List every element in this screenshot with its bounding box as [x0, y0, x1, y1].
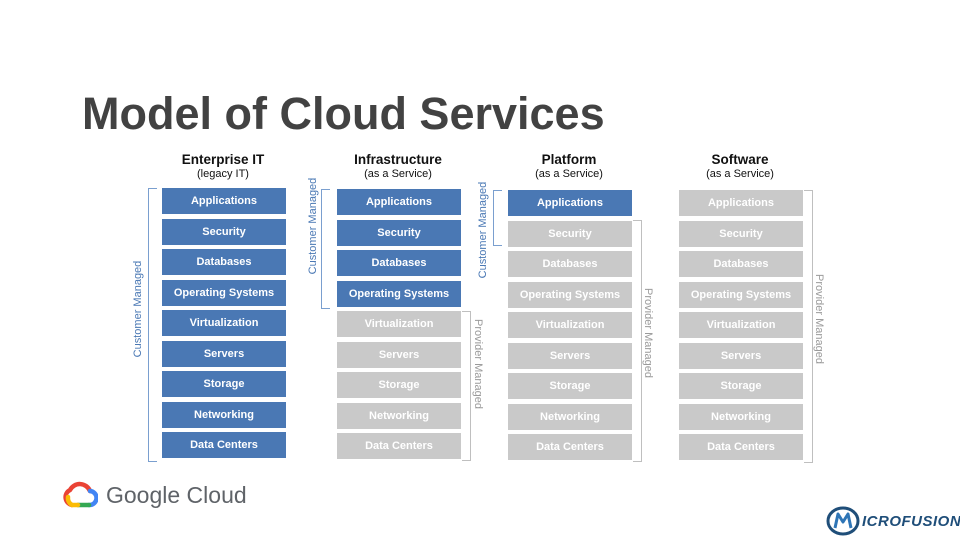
layer-box: Applications: [679, 190, 803, 216]
layer-box: Virtualization: [337, 311, 461, 337]
provider-managed-label: Provider Managed: [472, 319, 484, 409]
layer-box: Networking: [162, 402, 286, 428]
customer-managed-label: Customer Managed: [307, 177, 319, 275]
column-header: Software (as a Service): [678, 152, 802, 186]
layer-box: Databases: [162, 249, 286, 275]
microfusion-wordmark: ICROFUSION: [862, 512, 960, 530]
layer-box: Networking: [337, 403, 461, 429]
layer-box: Security: [508, 221, 632, 247]
column-header: Infrastructure (as a Service): [336, 152, 460, 186]
column-subheading: (legacy IT): [197, 168, 249, 180]
customer-managed-label: Customer Managed: [132, 260, 144, 358]
layer-box: Security: [337, 220, 461, 246]
layer-box: Data Centers: [508, 434, 632, 460]
layer-box: Servers: [337, 342, 461, 368]
layer-box: Storage: [508, 373, 632, 399]
layer-box: Networking: [508, 404, 632, 430]
layer-box: Operating Systems: [337, 281, 461, 307]
customer-managed-bracket: [148, 188, 157, 462]
layer-box: Databases: [679, 251, 803, 277]
provider-managed-label: Provider Managed: [813, 274, 825, 364]
column-subheading: (as a Service): [706, 168, 774, 180]
layer-box: Servers: [679, 343, 803, 369]
layer-box: Storage: [162, 371, 286, 397]
layer-box: Applications: [508, 190, 632, 216]
layer-box: Virtualization: [679, 312, 803, 338]
provider-managed-bracket: [633, 220, 642, 462]
google-cloud-logo: Google Cloud: [62, 481, 247, 509]
layer-box: Databases: [337, 250, 461, 276]
layer-box: Data Centers: [679, 434, 803, 460]
microfusion-logo: ICROFUSION: [826, 506, 960, 536]
customer-managed-bracket: [321, 189, 330, 309]
google-cloud-wordmark: Google Cloud: [106, 481, 247, 508]
layer-box: Virtualization: [508, 312, 632, 338]
provider-managed-label: Provider Managed: [642, 288, 654, 378]
column-subheading: (as a Service): [535, 168, 603, 180]
google-cloud-icon: [63, 481, 98, 508]
customer-managed-label: Customer Managed: [477, 181, 489, 279]
layer-box: Virtualization: [162, 310, 286, 336]
column-platform: Platform (as a Service): [507, 152, 631, 186]
layer-box: Applications: [162, 188, 286, 214]
layer-box: Data Centers: [162, 432, 286, 458]
layer-box: Applications: [337, 189, 461, 215]
layer-box: Servers: [162, 341, 286, 367]
layer-box: Security: [679, 221, 803, 247]
column-enterprise-it: Enterprise IT (legacy IT): [161, 152, 285, 186]
column-header: Platform (as a Service): [507, 152, 631, 186]
layer-box: Operating Systems: [679, 282, 803, 308]
provider-managed-bracket: [804, 190, 813, 463]
column-header: Enterprise IT (legacy IT): [161, 152, 285, 186]
column-infrastructure: Infrastructure (as a Service): [336, 152, 460, 186]
layer-box: Operating Systems: [508, 282, 632, 308]
microfusion-m-icon: [826, 506, 860, 536]
column-software: Software (as a Service): [678, 152, 802, 186]
layer-box: Networking: [679, 404, 803, 430]
page-title: Model of Cloud Services: [82, 88, 605, 139]
layer-box: Servers: [508, 343, 632, 369]
layer-box: Storage: [337, 372, 461, 398]
provider-managed-bracket: [462, 311, 471, 461]
layer-box: Storage: [679, 373, 803, 399]
layer-box: Data Centers: [337, 433, 461, 459]
column-heading: Platform: [541, 152, 597, 167]
column-heading: Software: [711, 152, 769, 167]
layer-box: Operating Systems: [162, 280, 286, 306]
layer-box: Security: [162, 219, 286, 245]
column-heading: Enterprise IT: [181, 152, 265, 167]
layer-box: Databases: [508, 251, 632, 277]
column-subheading: (as a Service): [364, 168, 432, 180]
column-heading: Infrastructure: [354, 152, 442, 167]
customer-managed-bracket: [493, 190, 502, 246]
